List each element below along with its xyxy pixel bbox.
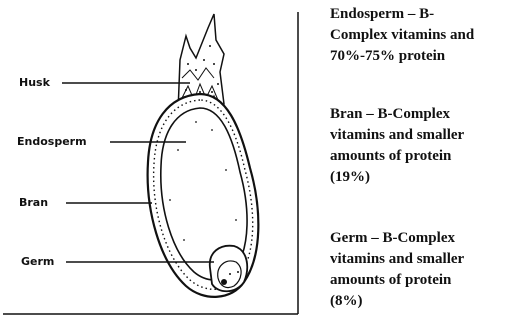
husk-label: Husk [19, 76, 50, 89]
bran-description: Bran – B-Complex vitamins and smaller am… [330, 104, 464, 188]
endosperm-description-line: Endosperm – B- [330, 4, 474, 25]
bran-description-line: amounts of protein [330, 146, 464, 167]
endosperm-description-line: 70%-75% protein [330, 46, 474, 67]
germ-description: Germ – B-Complex vitamins and smaller am… [330, 228, 464, 312]
bran-description-line: (19%) [330, 167, 464, 188]
germ-description-line: (8%) [330, 291, 464, 312]
endosperm-label: Endosperm [17, 135, 87, 148]
germ-label: Germ [21, 255, 54, 268]
bran-description-line: vitamins and smaller [330, 125, 464, 146]
germ-shape [210, 246, 247, 292]
germ-description-line: Germ – B-Complex [330, 228, 464, 249]
endosperm-description: Endosperm – B- Complex vitamins and 70%-… [330, 4, 474, 67]
germ-description-line: vitamins and smaller [330, 249, 464, 270]
endosperm-description-line: Complex vitamins and [330, 25, 474, 46]
bran-description-line: Bran – B-Complex [330, 104, 464, 125]
germ-description-line: amounts of protein [330, 270, 464, 291]
bran-label: Bran [19, 196, 48, 209]
